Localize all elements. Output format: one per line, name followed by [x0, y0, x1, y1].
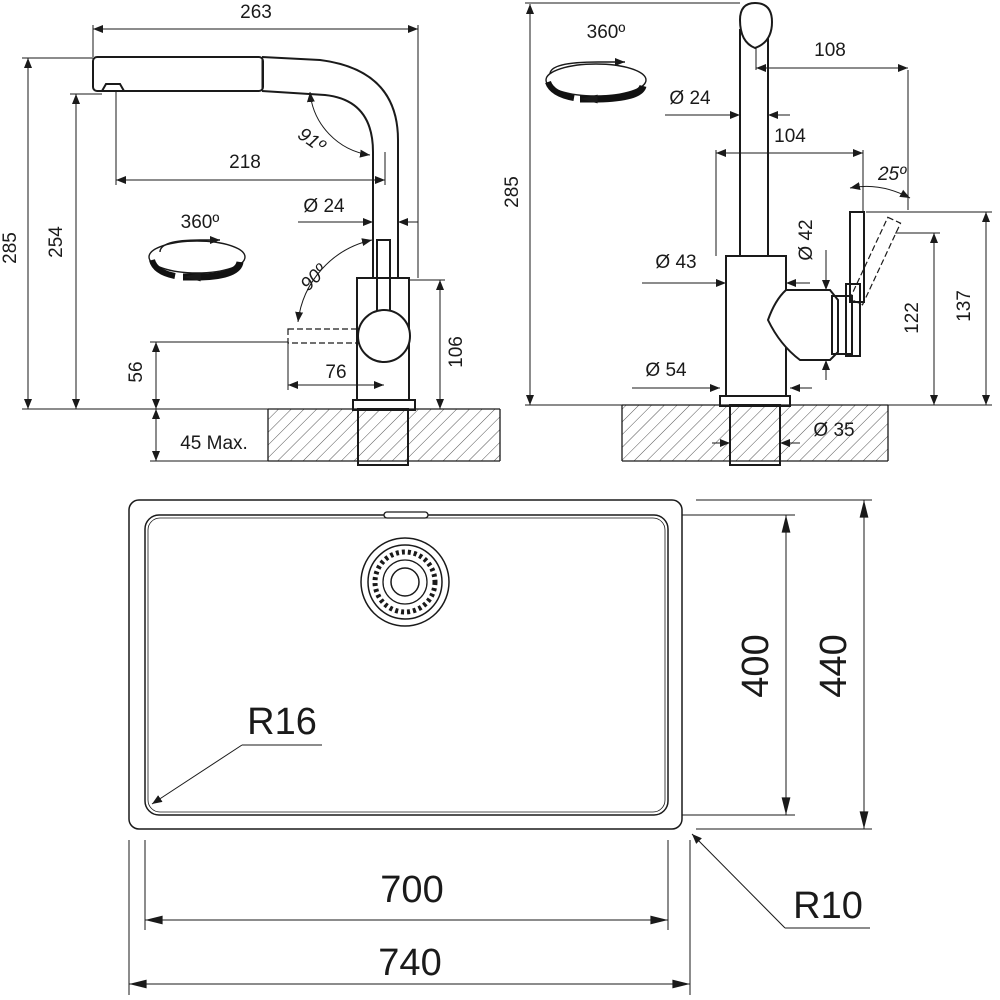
spray-nozzle [100, 83, 126, 92]
angle-91-arc [306, 91, 371, 158]
lever-handle-front [849, 211, 865, 303]
dim-285-front-label: 285 [502, 176, 523, 208]
sink-r16-label: R16 [247, 701, 317, 743]
sink-r10-label: R10 [793, 885, 863, 927]
lever-alternate-position-front [849, 216, 902, 306]
dim-254-label: 254 [46, 226, 67, 258]
angle-25-label: 25º [877, 164, 907, 185]
spout-column-front [739, 29, 769, 257]
rotation-360-front-label: 360º [587, 22, 626, 43]
sink-400-label: 400 [735, 634, 777, 697]
faucet-side-view: 263 285 254 218 91º Ø 24 360º [0, 2, 501, 466]
dim-45max-label: 45 Max. [180, 433, 248, 454]
dim-56-label: 56 [126, 361, 147, 382]
lever-housing [766, 289, 839, 361]
overflow-slot [383, 511, 429, 519]
lever-cartridge [357, 309, 411, 363]
dim-263-label: 263 [240, 2, 272, 23]
sink-top-view: R16 R10 700 740 400 440 [128, 499, 872, 995]
sink-740-label: 740 [378, 942, 441, 984]
dim-d24-side-label: Ø 24 [303, 196, 345, 217]
countertop-hatch [268, 409, 500, 461]
sink-outer-rim [128, 499, 683, 830]
dim-d35-label: Ø 35 [813, 420, 854, 441]
dim-108-label: 108 [814, 40, 846, 61]
angle-90-arc [295, 238, 373, 323]
drain-strainer [360, 537, 450, 627]
angle-90-label: 90º [297, 260, 332, 295]
dim-137-label: 137 [954, 290, 975, 322]
spout-outer-edge [261, 56, 399, 278]
dim-d43-label: Ø 43 [655, 252, 696, 273]
spout-top-cap [738, 1, 774, 50]
dim-d42-label: Ø 42 [796, 219, 817, 260]
countertop-hatch-front [622, 405, 888, 461]
rotation-360-side-icon [148, 236, 246, 282]
sink-440-label: 440 [813, 634, 855, 697]
sink-700-label: 700 [380, 869, 443, 911]
angle-25-arc [849, 182, 911, 199]
rotation-360-front-icon [545, 58, 647, 104]
dim-d24-front-label: Ø 24 [669, 88, 711, 109]
lever-alternate-position [287, 328, 359, 344]
dim-218-label: 218 [229, 152, 261, 173]
dim-76-label: 76 [325, 362, 346, 383]
lever-handle [376, 239, 391, 321]
dim-106-label: 106 [446, 336, 467, 368]
rotation-360-side-label: 360º [181, 212, 220, 233]
faucet-front-view: 360º 108 Ø 24 104 25º 285 Ø 43 Ø 42 [502, 1, 992, 466]
spray-head [92, 56, 264, 92]
dim-122-label: 122 [902, 302, 923, 334]
dim-d54-label: Ø 54 [645, 360, 687, 381]
dim-104-label: 104 [774, 126, 806, 147]
dim-285-label: 285 [0, 232, 21, 264]
